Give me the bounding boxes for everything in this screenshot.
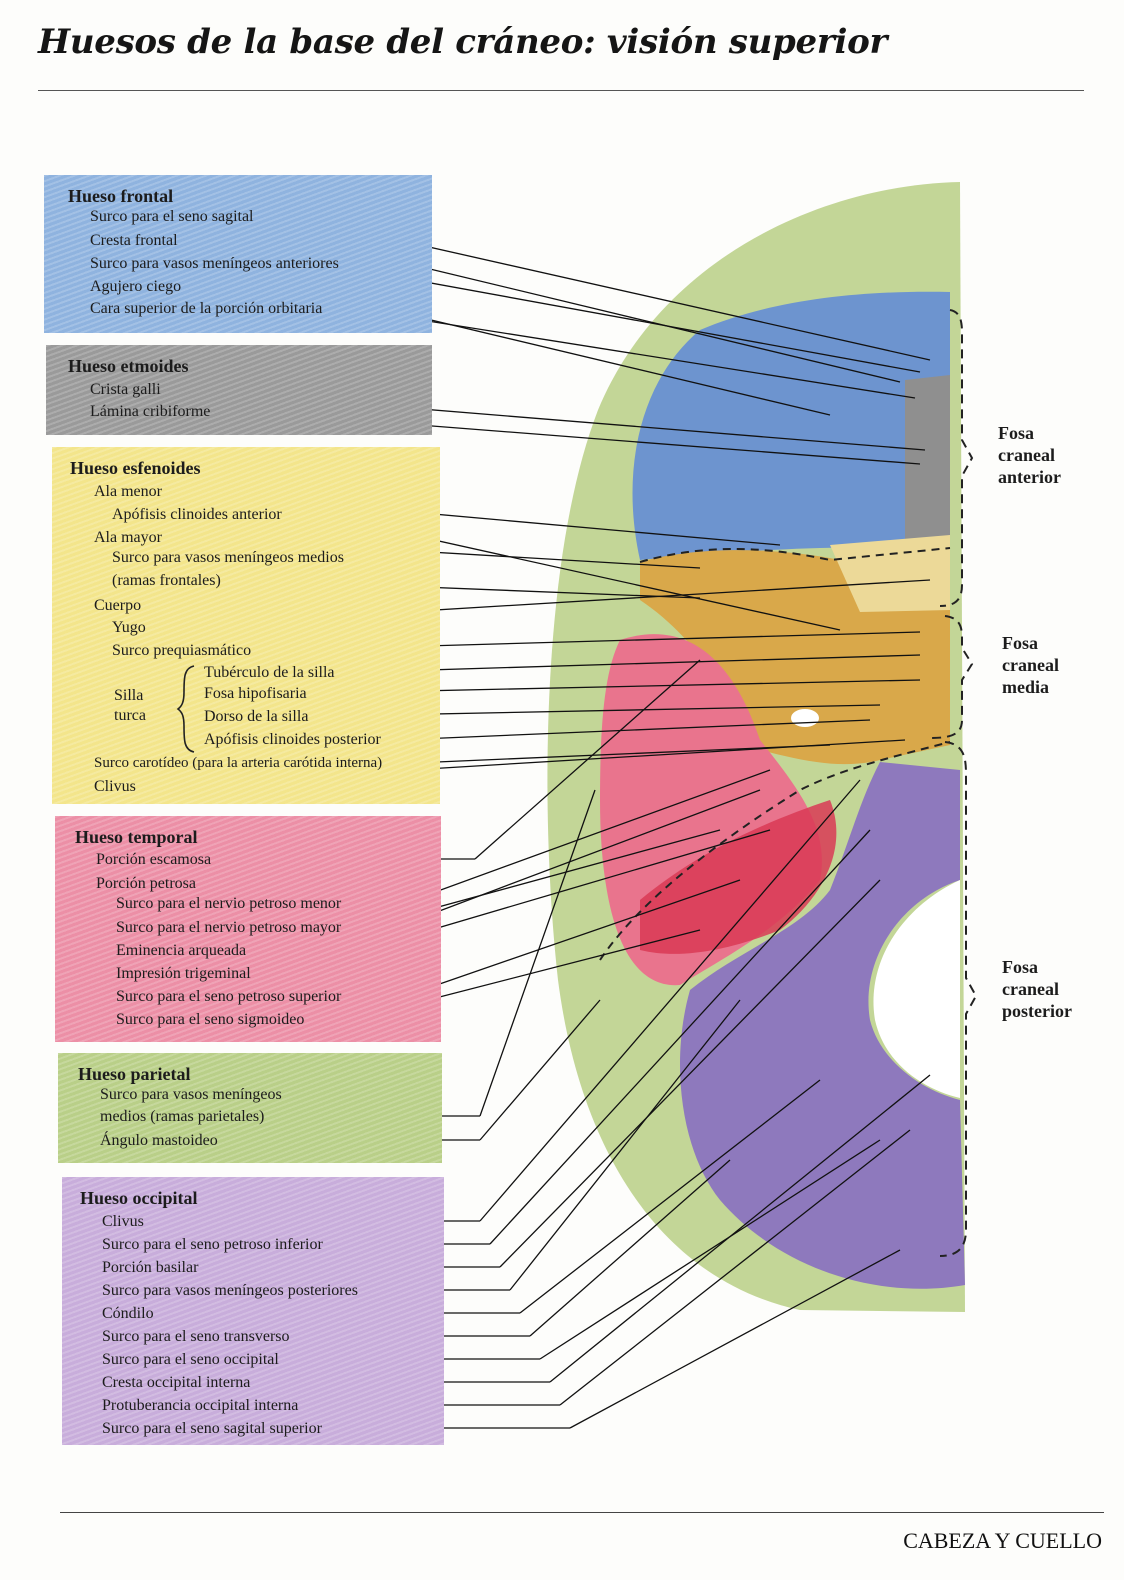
fosa-craneal-anterior: Fosa craneal anterior <box>998 422 1061 488</box>
silla-word: Silla <box>114 687 144 704</box>
label-apofisis-clinoides-anterior: Apófisis clinoides anterior <box>112 506 282 523</box>
brace-media <box>929 615 974 739</box>
label-surco-seno-sagital-superior: Surco para el seno sagital superior <box>102 1420 322 1437</box>
group-occipital: Hueso occipital <box>62 1177 444 1445</box>
label-porcion-petrosa: Porción petrosa <box>96 875 196 892</box>
fosa-media-line1: Fosa <box>1002 633 1038 653</box>
temporal-petrous-region <box>640 800 837 954</box>
label-clivus-occipital: Clivus <box>102 1213 144 1230</box>
label-medios-ramas-parietales: medios (ramas parietales) <box>100 1108 265 1125</box>
silla-turca-brace <box>176 665 195 753</box>
label-porcion-basilar: Porción basilar <box>102 1259 199 1276</box>
label-apofisis-clinoides-posterior: Apófisis clinoides posterior <box>204 731 381 748</box>
label-crista-galli: Crista galli <box>90 381 161 398</box>
label-tuberculo-silla: Tubérculo de la silla <box>204 664 335 681</box>
label-dorso-silla: Dorso de la silla <box>204 708 309 725</box>
label-fosa-hipofisaria: Fosa hipofisaria <box>204 685 307 702</box>
turca-word: turca <box>114 707 146 724</box>
boundary-anterior-middle <box>639 547 951 563</box>
silla-turca-label: Silla turca <box>114 686 146 726</box>
group-parietal: Hueso parietal <box>58 1053 442 1163</box>
group-temporal-title: Hueso temporal <box>75 827 198 847</box>
label-cuerpo: Cuerpo <box>94 597 142 614</box>
label-porcion-escamosa: Porción escamosa <box>96 851 212 868</box>
group-temporal: Hueso temporal <box>55 816 441 1042</box>
ethmoid-bone-region <box>905 375 950 548</box>
label-surco-vasos-meningeos-parietal: Surco para vasos meníngeos <box>100 1086 282 1103</box>
group-frontal: Hueso frontal <box>44 175 432 333</box>
label-surco-seno-sagital: Surco para el seno sagital <box>90 208 254 225</box>
title-rule <box>38 90 1084 91</box>
brace-anterior <box>939 309 974 607</box>
footer-rule <box>60 1512 1104 1513</box>
label-ramas-frontales: (ramas frontales) <box>112 572 221 589</box>
label-surco-vasos-meningeos-posteriores: Surco para vasos meníngeos posteriores <box>102 1282 358 1299</box>
label-ala-menor: Ala menor <box>94 483 162 500</box>
group-esfenoides-title: Hueso esfenoides <box>70 458 201 478</box>
fosa-anterior-line1: Fosa <box>998 423 1034 443</box>
fosa-craneal-media: Fosa craneal media <box>1002 632 1059 698</box>
page-title: Huesos de la base del cráneo: visión sup… <box>38 22 888 62</box>
label-surco-nervio-petroso-menor: Surco para el nervio petroso menor <box>116 895 342 912</box>
label-surco-vasos-meningeos-anteriores: Surco para vasos meníngeos anteriores <box>90 255 339 272</box>
label-yugo: Yugo <box>112 619 146 636</box>
fosa-media-line2: craneal <box>1002 655 1059 675</box>
label-surco-seno-petroso-superior: Surco para el seno petroso superior <box>116 988 342 1005</box>
label-angulo-mastoideo: Ángulo mastoideo <box>100 1132 218 1149</box>
fosa-posterior-line3: posterior <box>1002 1001 1072 1021</box>
fosa-posterior-line2: craneal <box>1002 979 1059 999</box>
brace-posterior <box>939 741 978 1257</box>
frontal-bone-region <box>632 291 950 560</box>
label-surco-vasos-meningeos-medios: Surco para vasos meníngeos medios <box>112 549 344 566</box>
group-etmoides: Hueso etmoides <box>46 345 432 435</box>
label-condilo: Cóndilo <box>102 1305 154 1322</box>
label-surco-seno-petroso-inferior: Surco para el seno petroso inferior <box>102 1236 323 1253</box>
label-cresta-frontal: Cresta frontal <box>90 232 178 249</box>
fosa-craneal-posterior: Fosa craneal posterior <box>1002 956 1072 1022</box>
fosa-posterior-line1: Fosa <box>1002 957 1038 977</box>
sphenoid-lesser-wing <box>830 535 950 612</box>
label-lamina-cribiforme: Lámina cribiforme <box>90 403 211 420</box>
section-footer: CABEZA Y CUELLO <box>903 1528 1102 1553</box>
label-cresta-occipital-interna: Cresta occipital interna <box>102 1374 251 1391</box>
occipital-bone-region <box>680 762 965 1289</box>
group-etmoides-title: Hueso etmoides <box>68 356 189 376</box>
fosa-media-line3: media <box>1002 677 1049 697</box>
label-cara-superior-porcion-orbitaria: Cara superior de la porción orbitaria <box>90 300 323 317</box>
group-esfenoides: Hueso esfenoides <box>52 447 440 804</box>
label-surco-seno-occipital: Surco para el seno occipital <box>102 1351 279 1368</box>
foramen-magnum <box>873 880 960 1098</box>
boundary-middle-posterior <box>599 741 951 961</box>
hypophyseal-fossa <box>791 709 819 727</box>
label-surco-prequiasmatico: Surco prequiasmático <box>112 642 252 659</box>
label-clivus-esfenoides: Clivus <box>94 778 136 795</box>
label-surco-nervio-petroso-mayor: Surco para el nervio petroso mayor <box>116 919 342 936</box>
group-parietal-title: Hueso parietal <box>78 1064 191 1084</box>
label-impresion-trigeminal: Impresión trigeminal <box>116 965 251 982</box>
label-protuberancia-occipital-interna: Protuberancia occipital interna <box>102 1397 299 1414</box>
label-eminencia-arqueada: Eminencia arqueada <box>116 942 247 959</box>
fosa-anterior-line2: craneal <box>998 445 1055 465</box>
group-occipital-title: Hueso occipital <box>80 1188 198 1208</box>
label-ala-mayor: Ala mayor <box>94 529 162 546</box>
fosa-anterior-line3: anterior <box>998 467 1061 487</box>
label-surco-seno-transverso: Surco para el seno transverso <box>102 1328 290 1345</box>
label-surco-seno-sigmoideo: Surco para el seno sigmoideo <box>116 1011 305 1028</box>
label-surco-carotideo: Surco carotídeo (para la arteria carótid… <box>94 755 383 771</box>
label-agujero-ciego: Agujero ciego <box>90 278 182 295</box>
group-frontal-title: Hueso frontal <box>68 186 174 206</box>
